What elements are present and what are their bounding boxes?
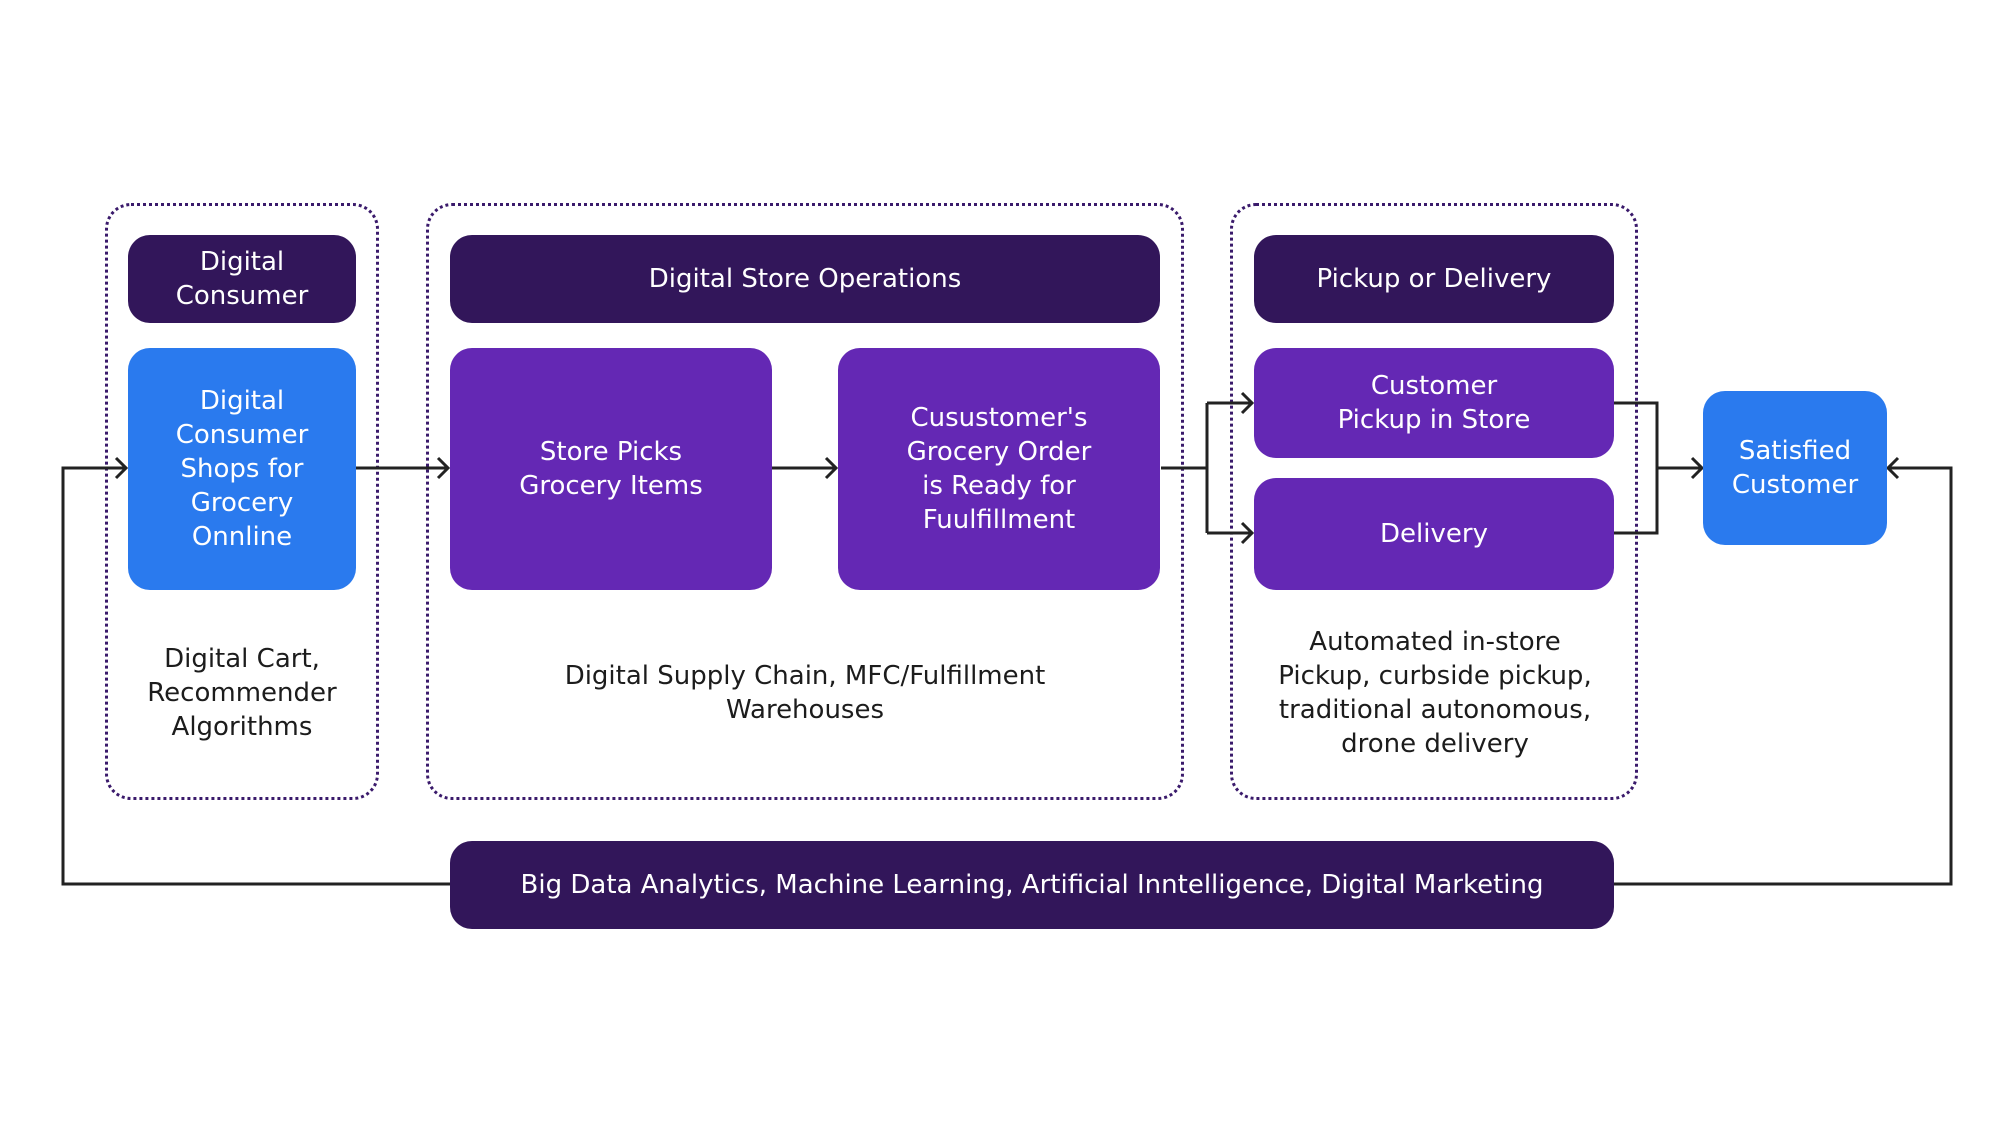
- store-picks-items-step[interactable]: Store Picks Grocery Items: [450, 348, 772, 590]
- consumer-shops-online-step[interactable]: Digital Consumer Shops for Grocery Onnli…: [128, 348, 356, 590]
- digital-consumer-header: Digital Consumer: [128, 235, 356, 323]
- fulfillment-caption: Automated in-store Pickup, curbside pick…: [1278, 627, 1592, 759]
- delivery-step[interactable]: Delivery: [1254, 478, 1614, 590]
- pickup-or-delivery-header: Pickup or Delivery: [1254, 235, 1614, 323]
- order-ready-step[interactable]: Cusustomer's Grocery Order is Ready for …: [838, 348, 1160, 590]
- consumer-caption: Digital Cart, Recommender Algorithms: [147, 644, 337, 742]
- store-operations-caption: Digital Supply Chain, MFC/Fulfillment Wa…: [564, 661, 1046, 725]
- analytics-ml-ai-bar[interactable]: Big Data Analytics, Machine Learning, Ar…: [450, 841, 1614, 929]
- digital-store-operations-header: Digital Store Operations: [450, 235, 1160, 323]
- satisfied-customer-node[interactable]: Satisfied Customer: [1703, 391, 1887, 545]
- customer-pickup-step[interactable]: Customer Pickup in Store: [1254, 348, 1614, 458]
